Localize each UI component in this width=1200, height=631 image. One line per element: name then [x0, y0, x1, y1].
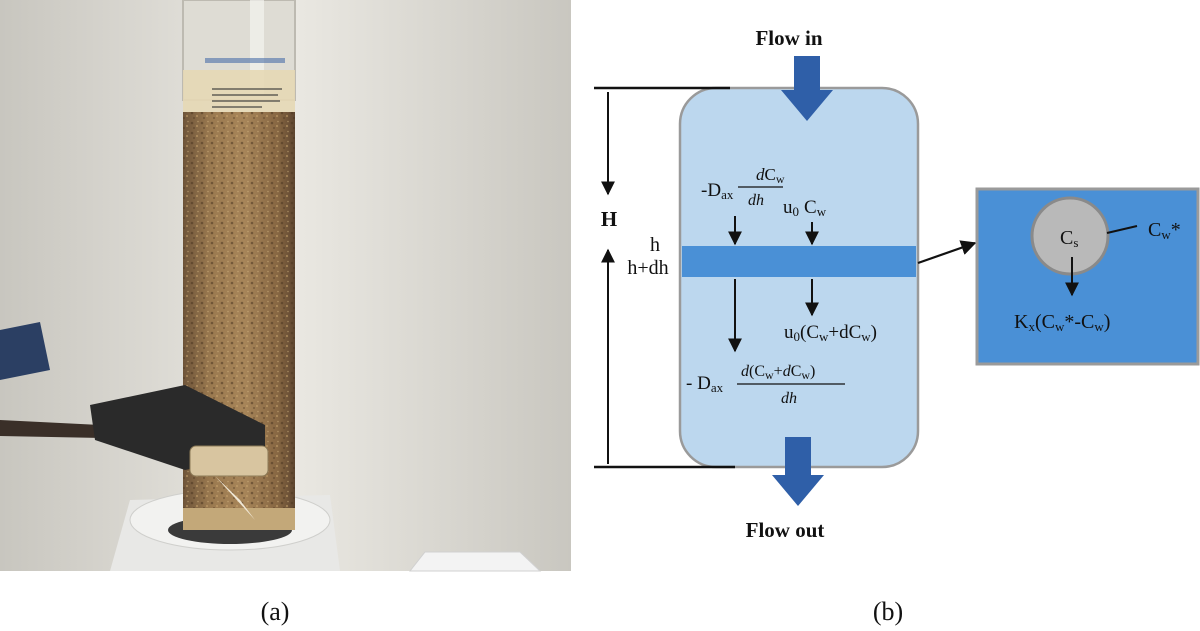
surface-concentration-label: Cw* [1148, 219, 1181, 242]
h-plus-dh-label: h+dh [627, 257, 668, 279]
flow-in-label: Flow in [755, 26, 822, 50]
height-label: H [601, 207, 617, 231]
column-body [678, 86, 920, 469]
dispersion-top-numerator: dCw [756, 165, 785, 186]
dispersion-bottom-term: - Dax [686, 373, 724, 395]
dispersion-bottom-numerator: d(Cw+dCw) [741, 363, 815, 382]
dispersion-top-term: -Dax [701, 180, 734, 202]
particle-box [975, 187, 1200, 366]
dispersion-top-denominator: dh [748, 192, 764, 209]
particle-center-label: Cs [1060, 227, 1078, 250]
h-label: h [650, 234, 660, 256]
particle [1030, 196, 1110, 276]
photo-column [0, 0, 571, 572]
mass-transfer-rate-label: Kx(Cw*-Cw) [1014, 311, 1110, 334]
flow-out-arrow [772, 437, 824, 506]
dispersion-bottom-denominator: dh [781, 390, 797, 407]
column-slice [682, 246, 916, 277]
slice-to-particle-arrow [917, 240, 977, 265]
flow-in-arrow [781, 56, 833, 121]
surface-leader-line [1106, 225, 1138, 234]
advection-bottom-term: u0(Cw+dCw) [784, 322, 877, 344]
panel-label-b: (b) [873, 597, 903, 626]
panel-label-a: (a) [261, 597, 290, 626]
flow-out-label: Flow out [746, 518, 825, 542]
